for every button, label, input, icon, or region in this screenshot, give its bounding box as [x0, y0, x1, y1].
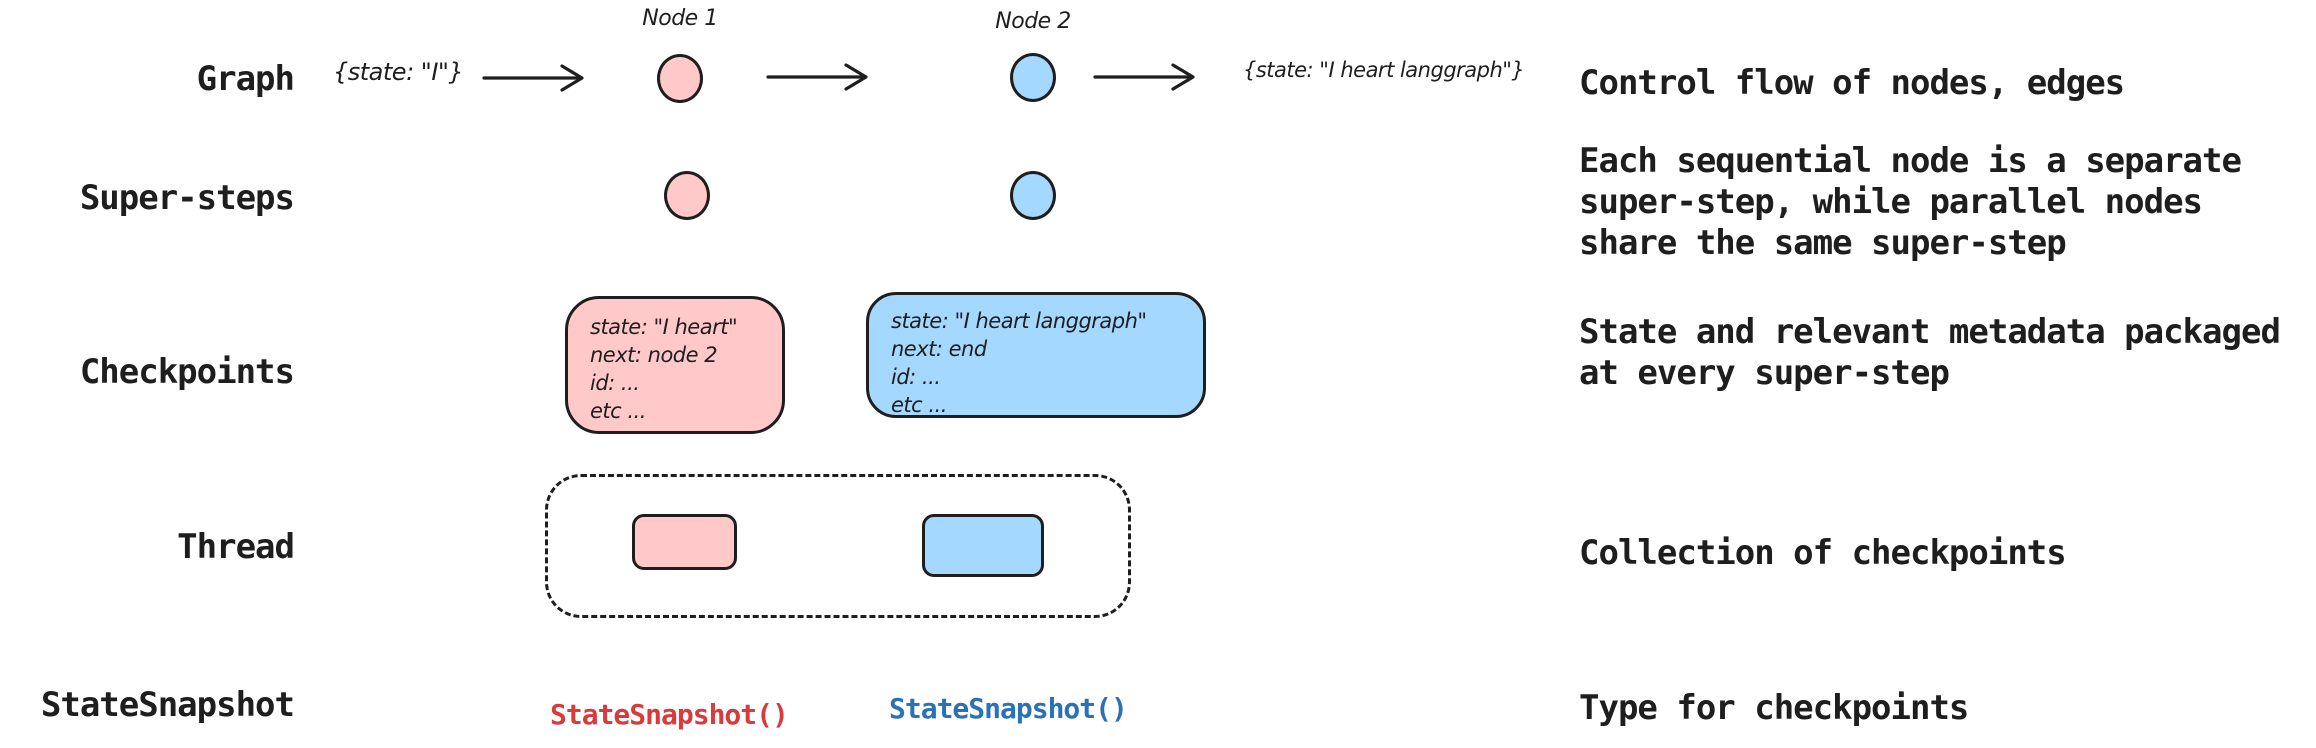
checkpoint-line: etc ...: [590, 399, 646, 423]
graph-input-state-text: {state: "I"}: [333, 58, 464, 86]
checkpoint-box-node2: state: "I heart langgraph" next: end id:…: [866, 292, 1206, 418]
checkpoint-line: id: ...: [891, 365, 941, 389]
supersteps-description-line: share the same super-step: [1579, 223, 2067, 263]
checkpoint-line: etc ...: [891, 393, 947, 417]
checkpoint-line: next: node 2: [590, 343, 718, 367]
checkpoint-line: id: ...: [590, 371, 640, 395]
row-label-super-steps: Super-steps: [79, 178, 295, 218]
thread-description: Collection of checkpoints: [1579, 533, 2067, 573]
thread-checkpoint-pink: [632, 514, 737, 570]
node1-circle: [657, 54, 703, 103]
superstep-circle-node1: [664, 171, 710, 220]
checkpoints-description: State and relevant metadata packaged at …: [1579, 312, 2281, 394]
row-label-statesnapshot: StateSnapshot: [40, 685, 295, 725]
checkpoint-line: state: "I heart": [590, 315, 738, 339]
arrow-icon: [482, 64, 584, 92]
graph-output-state-text: {state: "I heart langgraph"}: [1243, 58, 1525, 82]
superstep-circle-node2: [1010, 171, 1056, 220]
node2-label: Node 2: [995, 9, 1071, 34]
row-label-graph: Graph: [196, 59, 295, 99]
thread-checkpoint-blue: [922, 514, 1044, 577]
supersteps-description: Each sequential node is a separate super…: [1579, 141, 2242, 264]
thread-boundary: [545, 474, 1131, 618]
node2-circle: [1010, 53, 1056, 102]
node1-label: Node 1: [642, 6, 718, 31]
row-label-thread: Thread: [177, 527, 295, 567]
checkpoints-description-line: State and relevant metadata packaged: [1579, 312, 2281, 352]
statesnapshot-description: Type for checkpoints: [1579, 688, 1969, 728]
statesnapshot-blue-text: StateSnapshot(): [889, 692, 1128, 725]
statesnapshot-red-text: StateSnapshot(): [550, 698, 789, 731]
checkpoint-line: state: "I heart langgraph": [891, 309, 1147, 333]
checkpoints-description-line: at every super-step: [1579, 353, 1950, 393]
row-label-checkpoints: Checkpoints: [79, 352, 295, 392]
checkpoint-line: next: end: [891, 337, 987, 361]
supersteps-description-line: super-step, while parallel nodes: [1579, 182, 2203, 222]
graph-description: Control flow of nodes, edges: [1579, 63, 2125, 103]
checkpoint-box-node1: state: "I heart" next: node 2 id: ... et…: [565, 296, 785, 434]
supersteps-description-line: Each sequential node is a separate: [1579, 141, 2242, 181]
arrow-icon: [766, 63, 868, 91]
arrow-icon: [1093, 63, 1195, 91]
